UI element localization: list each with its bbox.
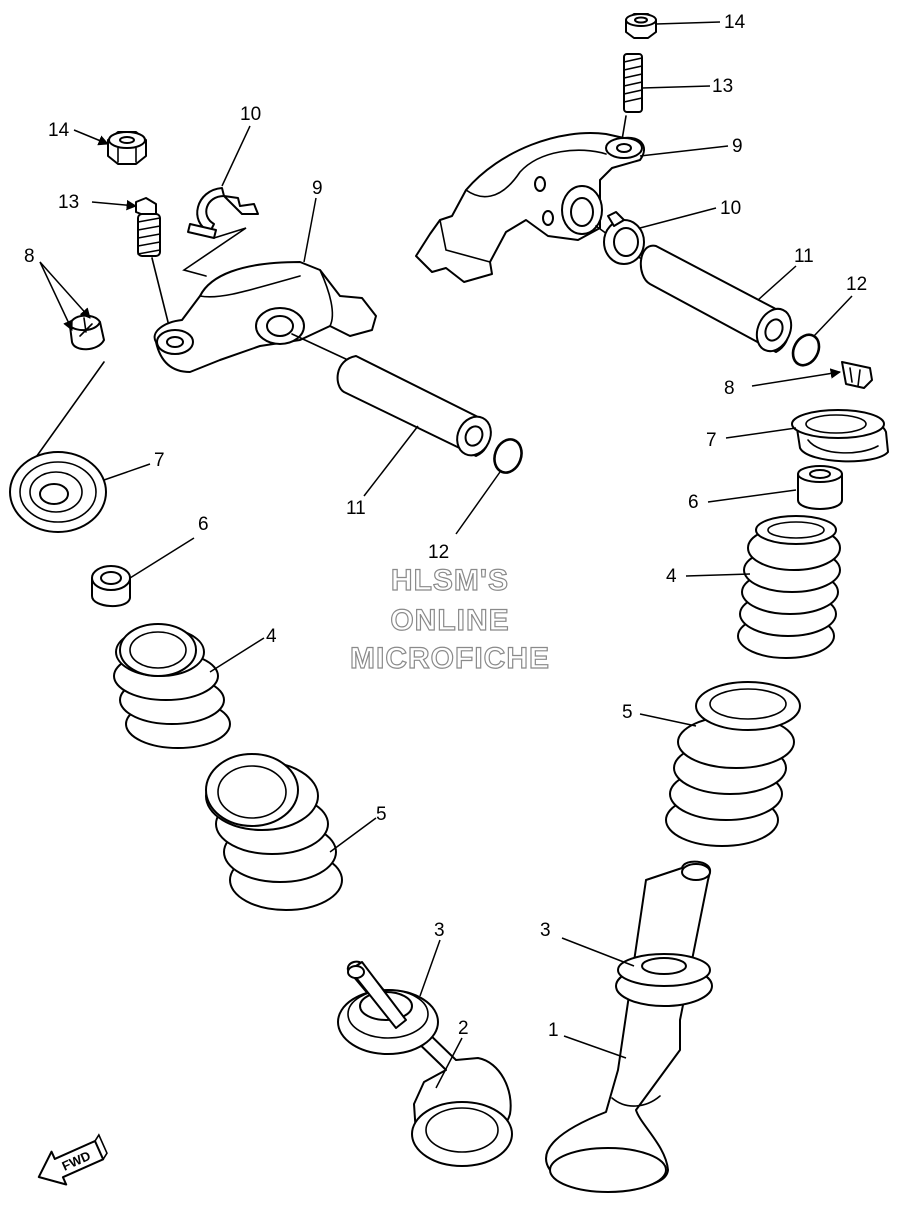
- watermark-line-1: HLSM'S: [391, 564, 509, 597]
- callout-retainer-left: 7: [154, 450, 165, 471]
- outer-spring-left: [205, 753, 343, 911]
- callout-rocker-shaft-right: 11: [794, 246, 814, 267]
- callout-cotter-left: 8: [24, 246, 35, 267]
- rocker-shaft-right: [639, 244, 793, 353]
- callout-numbers: 1 2 3 3 4 4 5 5 6 6 7 7 8 8 9 9 10 10 11…: [24, 12, 867, 1041]
- callout-spring-seat-right: 3: [540, 920, 551, 941]
- outer-spring-right: [665, 681, 801, 847]
- callout-locknut-left: 14: [48, 120, 70, 141]
- callout-inner-spring-left: 4: [266, 626, 277, 647]
- callout-cotter-right: 8: [724, 378, 735, 399]
- callout-spring-seat-left: 3: [434, 920, 445, 941]
- callout-retainer-right: 7: [706, 430, 717, 451]
- clip-right: [603, 211, 645, 265]
- callout-adjuster-left: 13: [58, 192, 79, 213]
- cotter-left: [33, 314, 105, 461]
- leader-lines: [39, 21, 853, 1089]
- callout-locknut-right: 14: [724, 12, 746, 33]
- retainer-left: [9, 451, 107, 533]
- callout-stem-seal-right: 6: [688, 492, 699, 513]
- locknut-left: [107, 131, 147, 165]
- spring-seat-right: [615, 953, 713, 1007]
- callout-oring-left: 12: [428, 542, 449, 563]
- callout-rocker-arm-left: 9: [312, 178, 323, 199]
- callout-rocker-shaft-left: 11: [346, 498, 366, 519]
- callout-intake-valve: 2: [458, 1018, 469, 1039]
- oring-right: [791, 333, 821, 367]
- inner-spring-left: [113, 623, 231, 749]
- fwd-arrow-icon: FWD: [37, 1133, 108, 1186]
- callout-outer-spring-right: 5: [622, 702, 633, 723]
- rocker-arm-right: [415, 132, 645, 283]
- callout-stem-seal-left: 6: [198, 514, 209, 535]
- callout-rocker-arm-right: 9: [732, 136, 743, 157]
- callout-oring-right: 12: [846, 274, 867, 295]
- locknut-right: [625, 13, 657, 39]
- callout-outer-spring-left: 5: [376, 804, 387, 825]
- stem-seal-right: [797, 465, 843, 510]
- spring-seat-left: [337, 961, 439, 1055]
- callout-exhaust-valve: 1: [548, 1020, 559, 1041]
- cotter-right: [841, 361, 873, 389]
- callout-inner-spring-right: 4: [666, 566, 677, 587]
- callout-adjuster-right: 13: [712, 76, 733, 97]
- oring-left: [493, 438, 523, 474]
- clip-left: [182, 187, 259, 277]
- retainer-right: [791, 409, 889, 463]
- adjuster-screw-left: [135, 197, 171, 331]
- stem-seal-left: [91, 565, 131, 607]
- watermark-line-2: ONLINE: [390, 604, 509, 637]
- rocker-arm-left: [153, 261, 377, 373]
- adjuster-screw-right: [621, 53, 643, 141]
- callout-clip-right: 10: [720, 198, 741, 219]
- rocker-shaft-left: [336, 355, 492, 457]
- inner-spring-right: [737, 515, 841, 659]
- exhaust-valve: [545, 860, 711, 1193]
- callout-clip-left: 10: [240, 104, 261, 125]
- watermark: HLSM'S ONLINE MICROFICHE: [349, 563, 550, 675]
- watermark-line-3: MICROFICHE: [350, 642, 550, 675]
